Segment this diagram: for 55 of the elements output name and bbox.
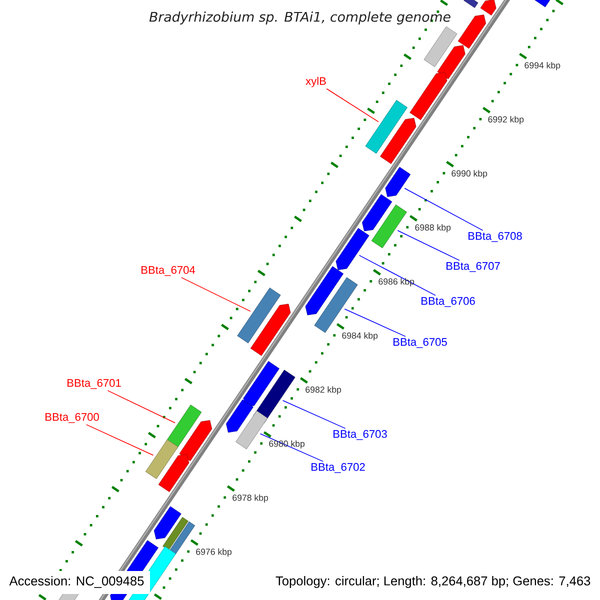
leader-line [344,308,406,337]
gene-block [534,0,551,8]
title: Bradyrhizobium sp. BTAi1, complete genome [149,12,450,24]
gene-label: BBta_6700 [46,413,99,423]
gene-block [437,45,466,80]
gene-label: BBta_6708 [468,232,522,242]
gene-block [226,400,254,433]
gene-block [464,0,478,8]
tick-label: 6982 kbp [306,386,342,394]
gene-block [243,361,280,408]
accession-tooltip: Accession: NC_009485 [4,571,150,594]
tick-label: 6984 kbp [342,332,378,340]
gene-block [458,14,486,49]
tick-label: 6990 kbp [452,170,488,178]
gene-label: xylB [306,76,326,88]
gene-block [385,166,411,197]
gene-block [158,454,190,492]
gene-block [237,288,281,344]
leader-line [282,400,346,429]
gene-block [365,100,408,154]
tick-label: 6976 kbp [196,548,232,557]
gene-label: BBta_6707 [446,262,500,272]
leader-line [397,230,460,261]
gene-block [305,266,344,316]
gene-block [162,517,188,550]
gene-block [250,304,291,356]
gene-block [362,194,392,232]
gene-label: BBta_6704 [142,266,196,276]
gene-block [169,521,196,555]
gene-block [371,204,407,248]
gene-label: BBta_6702 [312,463,365,473]
gene-block [179,420,212,462]
gene-label: BBta_6701 [68,379,121,389]
tick-label: 6994 kbp [524,62,560,70]
gene-block [236,410,268,450]
leader-line [358,254,436,296]
gene-block [145,439,178,480]
leader-line [260,433,324,462]
gene-label: BBta_6705 [394,338,447,348]
gene-block [314,277,358,333]
tick-label: 6978 kbp [232,494,268,503]
genome-info-text: Topology: circular; Length: 8,264,687 bp; Genes: 7,463 [276,576,590,588]
gene-block [380,118,416,164]
gene-block [154,506,182,540]
gene-label: BBta_6703 [334,430,387,440]
tick-label: 6992 kbp [488,116,524,124]
gene-label: BBta_6706 [422,297,475,307]
gene-block [336,228,370,270]
gene-block [424,26,458,68]
gene-block [480,0,496,16]
gene-block [166,404,202,450]
tick-label: 6988 kbp [415,224,451,232]
leader-line [107,390,176,424]
gene-block [410,72,448,120]
leader-line [404,188,484,231]
